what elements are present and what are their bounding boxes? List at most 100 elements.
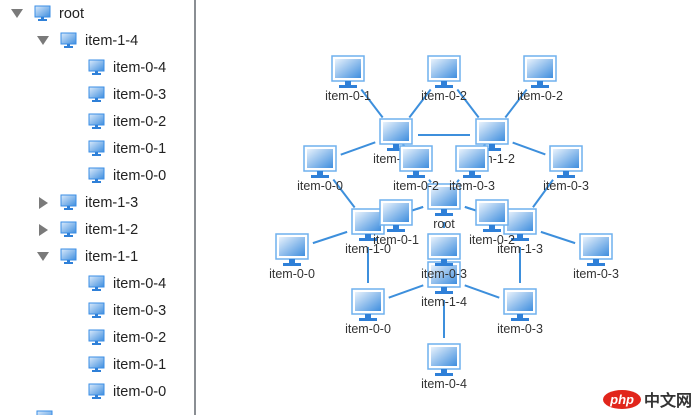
tree-item-label: item-0-4 (113, 59, 167, 76)
computer-icon (88, 275, 113, 292)
graph-node[interactable]: item-0-2 (421, 55, 467, 103)
tree-item-label: item-1-3 (85, 194, 139, 211)
chevron-right-icon[interactable] (36, 196, 50, 210)
graph-node[interactable]: item-0-2 (469, 199, 515, 247)
computer-icon (303, 145, 337, 178)
tree-item[interactable]: item-0-2 (88, 324, 166, 351)
node-label: item-0-2 (469, 233, 515, 247)
node-label: item-0-0 (269, 267, 315, 281)
tree-item[interactable]: item-1-3 (36, 189, 138, 216)
tree-item-label: item-0-2 (113, 329, 167, 346)
graph-node[interactable]: item-0-3 (543, 145, 589, 193)
tree-item[interactable]: item-1-2 (36, 216, 138, 243)
graph-node[interactable]: item-0-1 (373, 199, 419, 247)
graph-canvas[interactable]: root item-1-0 item-1-1 item-1-2 item-1-3 (196, 0, 700, 415)
computer-icon (579, 233, 613, 266)
graph-node[interactable]: item-0-2 (517, 55, 563, 103)
graph-edge (428, 179, 432, 183)
node-label: item-0-2 (421, 89, 467, 103)
node-label: item-0-0 (345, 322, 391, 336)
graph-node[interactable]: item-0-0 (345, 288, 391, 336)
computer-icon (60, 221, 85, 238)
tree-item[interactable]: item-0-0 (88, 378, 166, 405)
graph-node[interactable]: item-0-0 (269, 233, 315, 281)
computer-icon (34, 5, 59, 22)
computer-icon (427, 183, 461, 216)
tree-item[interactable]: item-1-1 (36, 243, 138, 270)
tree-item[interactable]: root (10, 0, 84, 27)
computer-icon (88, 167, 113, 184)
computer-icon (351, 288, 385, 321)
computer-icon (427, 261, 461, 294)
tree-item[interactable]: item-1-4 (36, 27, 138, 54)
graph-edge (456, 179, 460, 183)
computer-icon (88, 383, 113, 400)
computer-icon (60, 194, 85, 211)
tree-item[interactable]: item-0-3 (88, 81, 166, 108)
graph-node[interactable]: item-0-3 (449, 145, 495, 193)
chevron-down-icon[interactable] (10, 7, 24, 21)
tree-item-label: item-0-1 (113, 356, 167, 373)
tree-item[interactable]: item-0-1 (88, 135, 166, 162)
tree-item-label: item-0-4 (113, 275, 167, 292)
node-label: item-1-0 (345, 242, 391, 256)
graph-edge (504, 88, 528, 119)
computer-icon (275, 233, 309, 266)
node-label: item-0-0 (297, 179, 343, 193)
tree-item[interactable]: item-0-4 (88, 54, 166, 81)
tree-item[interactable]: item-0-0 (88, 162, 166, 189)
graph-edge (540, 230, 576, 245)
graph-edge (408, 88, 432, 119)
graph-node[interactable]: item-0-2 (393, 145, 439, 193)
graph-node[interactable]: item-1-4 (421, 261, 467, 309)
computer-icon (503, 208, 537, 241)
graph-edge (464, 284, 500, 299)
computer-icon (331, 55, 365, 88)
tree-item-label: item-0-2 (113, 113, 167, 130)
tree-item-label: item-1-1 (85, 248, 139, 265)
graph-node[interactable]: item-0-3 (421, 233, 467, 281)
graph-edge (340, 141, 376, 156)
tree-item[interactable]: item-0-2 (88, 108, 166, 135)
splitter[interactable] (194, 0, 196, 415)
computer-icon (88, 140, 113, 157)
graph-svg[interactable]: root item-1-0 item-1-1 item-1-2 item-1-3 (196, 0, 700, 415)
graph-node[interactable]: item-1-3 (497, 208, 543, 256)
computer-icon (88, 86, 113, 103)
node-label: item-0-4 (421, 377, 467, 391)
node-label: item-0-2 (393, 179, 439, 193)
computer-icon (455, 145, 489, 178)
graph-node[interactable]: item-1-0 (345, 208, 391, 256)
computer-icon (503, 288, 537, 321)
tree-item[interactable]: item-0-3 (88, 297, 166, 324)
computer-icon (351, 208, 385, 241)
graph-edge (312, 230, 348, 245)
tree-item-label: item-0-0 (113, 383, 167, 400)
tree-item[interactable]: item-0-4 (88, 270, 166, 297)
node-label: item-0-1 (325, 89, 371, 103)
tree-item-label: item-0-0 (113, 167, 167, 184)
computer-icon (88, 329, 113, 346)
graph-node[interactable]: root (427, 183, 461, 231)
graph-edge (388, 284, 424, 299)
graph-node[interactable]: item-0-4 (421, 343, 467, 391)
chevron-down-icon[interactable] (36, 250, 50, 264)
graph-node[interactable]: item-0-0 (297, 145, 343, 193)
graph-node[interactable]: item-0-3 (497, 288, 543, 336)
chevron-down-icon[interactable] (36, 34, 50, 48)
graph-edge (512, 141, 546, 156)
node-label: item-0-3 (573, 267, 619, 281)
graph-edge (332, 178, 356, 209)
computer-icon (60, 32, 85, 49)
computer-icon (475, 199, 509, 232)
graph-node[interactable]: item-0-3 (573, 233, 619, 281)
chevron-right-icon[interactable] (36, 223, 50, 237)
graph-node[interactable]: item-0-1 (325, 55, 371, 103)
computer-icon (88, 302, 113, 319)
tree-item[interactable] (36, 405, 61, 415)
watermark-text: 中文网 (643, 393, 692, 410)
watermark-badge: php (603, 389, 641, 409)
computer-icon (379, 199, 413, 232)
graph-edge (532, 179, 554, 208)
tree-item[interactable]: item-0-1 (88, 351, 166, 378)
